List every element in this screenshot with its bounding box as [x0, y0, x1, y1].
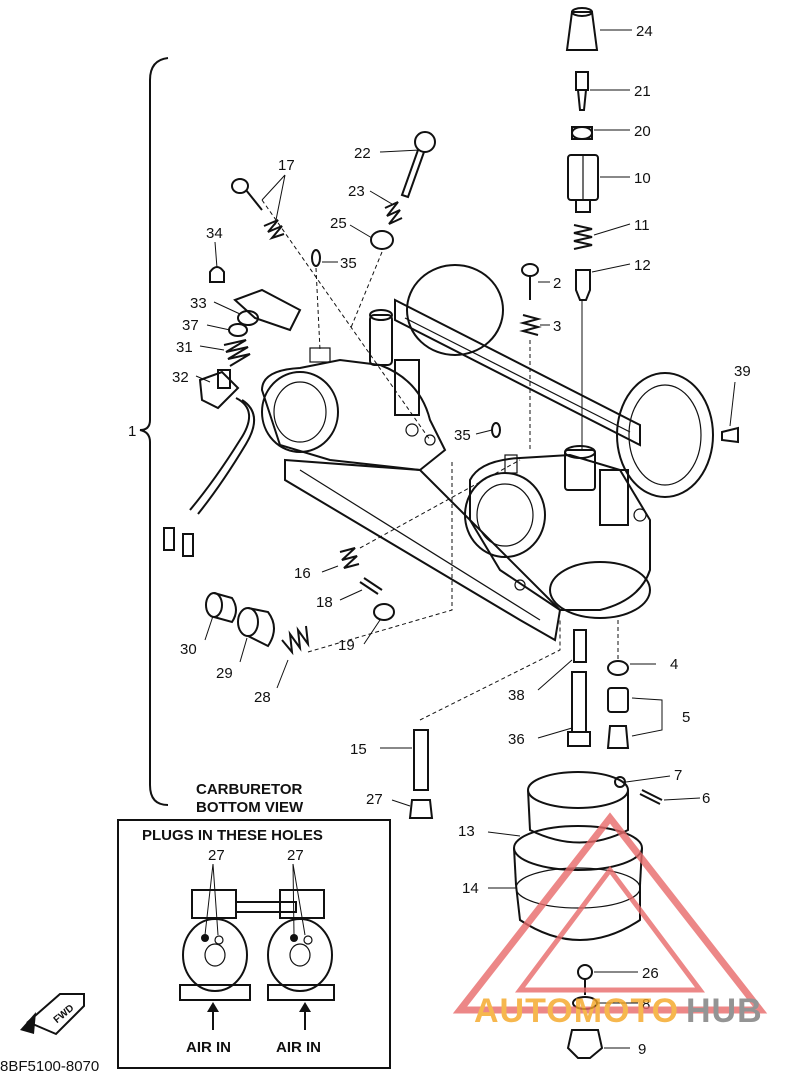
inset-caption-line1: CARBURETOR	[196, 781, 303, 798]
part-3-spring	[519, 314, 542, 336]
watermark-text-orange: AUTOMOTO	[474, 992, 679, 1030]
callout-1: 1	[128, 423, 136, 440]
fwd-direction-badge: FWD	[20, 993, 85, 1036]
inset-box-title: PLUGS IN THESE HOLES	[142, 827, 323, 844]
part-6-pin	[639, 789, 663, 805]
callout-23: 23	[348, 183, 365, 200]
callout-26: 26	[642, 965, 659, 982]
part-35-oring-lower	[491, 422, 501, 438]
callout-13: 13	[458, 823, 475, 840]
callout-7: 7	[674, 767, 682, 784]
part-7-pin	[614, 776, 626, 788]
callout-10: 10	[634, 170, 651, 187]
callout-35b: 35	[454, 427, 471, 444]
part-39-cap	[721, 426, 739, 444]
callout-16: 16	[294, 565, 311, 582]
part-28-spring	[281, 625, 310, 656]
part-24-cap	[565, 7, 599, 51]
callout-36: 36	[508, 731, 525, 748]
part-15-needle-jet	[413, 729, 429, 791]
callout-9: 9	[638, 1041, 646, 1058]
callout-15: 15	[350, 741, 367, 758]
part-5-jet	[606, 687, 630, 749]
part-12-plunger	[575, 269, 591, 301]
callout-25: 25	[330, 215, 347, 232]
callout-12: 12	[634, 257, 651, 274]
callout-37: 37	[182, 317, 199, 334]
part-10-nut	[567, 154, 599, 213]
part-20-washer	[571, 126, 593, 140]
callout-31: 31	[176, 339, 193, 356]
callout-4: 4	[670, 656, 678, 673]
callout-35a: 35	[340, 255, 357, 272]
bottom-view-inset: CARBURETOR BOTTOM VIEW PLUGS IN THESE HO…	[117, 781, 391, 1069]
part-23-spring	[384, 201, 403, 225]
inset-ref-right: 27	[287, 847, 304, 864]
watermark-triangle	[452, 812, 768, 1014]
callout-20: 20	[634, 123, 651, 140]
callout-28: 28	[254, 689, 271, 706]
fwd-label: FWD	[52, 1003, 77, 1026]
part-22-choke-knob	[400, 131, 436, 199]
part-18-pin	[359, 577, 383, 595]
callout-5: 5	[682, 709, 690, 726]
part-21-valve	[575, 71, 589, 111]
callout-22: 22	[354, 145, 371, 162]
callout-32: 32	[172, 369, 189, 386]
part-34-knob	[209, 266, 225, 283]
part-35-oring-upper	[311, 249, 321, 267]
part-code: 8BF5100-8070	[0, 1058, 99, 1074]
assembly-bracket	[139, 57, 169, 806]
inset-ref-left: 27	[208, 847, 225, 864]
air-in-left: AIR IN	[186, 1039, 231, 1056]
part-2-screw	[521, 263, 539, 300]
part-33-bracket	[233, 288, 302, 332]
callout-3: 3	[553, 318, 561, 335]
part-25-cap	[370, 230, 394, 250]
callout-39: 39	[734, 363, 751, 380]
callout-11: 11	[634, 217, 650, 234]
part-9-plug	[566, 1029, 604, 1059]
leader-lines	[195, 29, 736, 1049]
air-in-right: AIR IN	[276, 1039, 321, 1056]
callout-18: 18	[316, 594, 333, 611]
part-30-collar	[205, 592, 237, 624]
part-38-jet	[573, 629, 587, 663]
callout-34: 34	[206, 225, 223, 242]
callout-30: 30	[180, 641, 197, 658]
callout-2: 2	[553, 275, 561, 292]
part-37-washer	[228, 323, 248, 337]
callout-21: 21	[634, 83, 651, 100]
watermark-text-grey: HUB	[686, 992, 763, 1030]
callout-27: 27	[366, 791, 383, 808]
part-11-spring	[573, 224, 593, 250]
part-29-piston	[237, 607, 275, 648]
inset-caption-line2: BOTTOM VIEW	[196, 799, 304, 816]
part-4-jet	[607, 660, 629, 676]
automotohub-watermark: AUTOMOTO HUB	[452, 812, 768, 1030]
callout-38: 38	[508, 687, 525, 704]
part-36-main-jet	[567, 671, 591, 747]
callout-33: 33	[190, 295, 207, 312]
callout-8: 8	[642, 996, 650, 1013]
part-31-spring	[223, 339, 251, 367]
callout-14: 14	[462, 880, 479, 897]
callout-6: 6	[702, 790, 710, 807]
part-27-plug	[408, 799, 434, 819]
callout-24: 24	[636, 23, 653, 40]
inset-box	[117, 819, 391, 1069]
carburetor-body	[260, 264, 714, 642]
callout-29: 29	[216, 665, 233, 682]
callout-numbers: 1 2 3 4 5 6 7 8 9 10 11 12 13 14 15 16 1…	[128, 23, 751, 1058]
part-32-throttle-sensor	[163, 369, 255, 557]
part-19-cap	[373, 603, 395, 621]
callout-17: 17	[278, 157, 295, 174]
part-17-screw	[231, 178, 285, 241]
part-16-spring	[339, 547, 360, 569]
callout-19: 19	[338, 637, 355, 654]
